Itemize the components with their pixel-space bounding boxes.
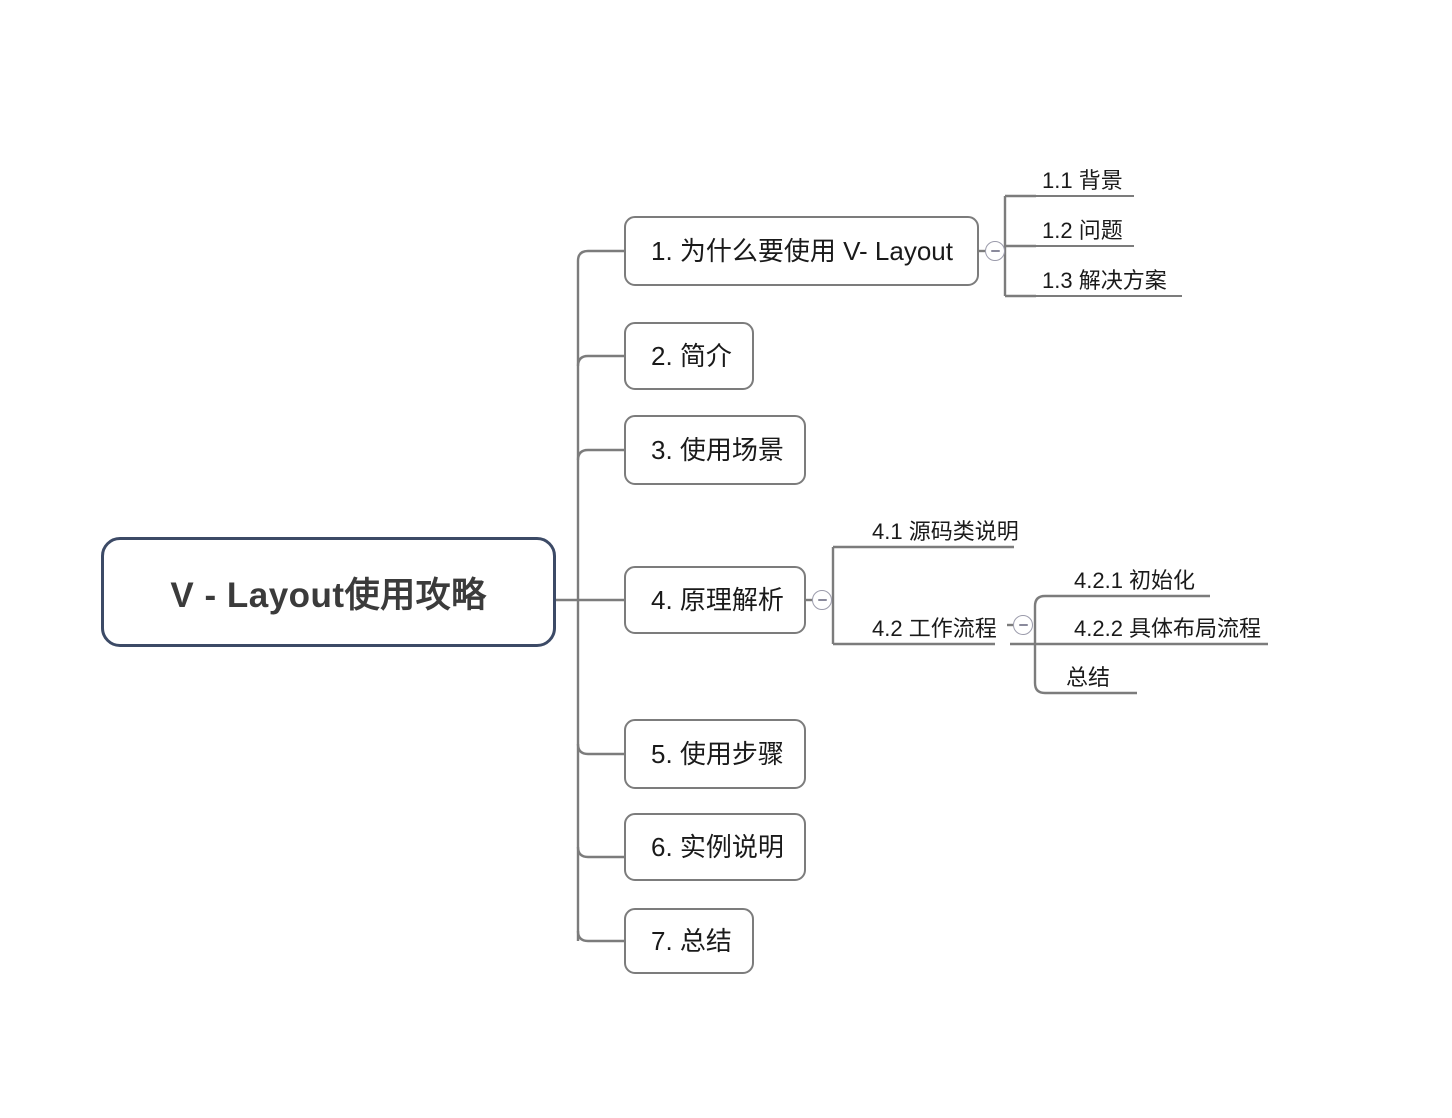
node-1-3-underline [1036,295,1182,297]
node-4[interactable]: 4. 原理解析 [624,566,806,634]
root-node-label: V - Layout使用攻略 [170,575,487,615]
node-4-2-label: 4.2 工作流程 [872,616,997,641]
edge-branch-2 [576,354,624,367]
node-3-label: 3. 使用场景 [651,435,784,465]
node-4-2-1[interactable]: 4.2.1 初始化 [1068,560,1200,596]
node-4-2-2[interactable]: 4.2.2 具体布局流程 [1068,608,1262,644]
node-7[interactable]: 7. 总结 [624,908,754,974]
node-5-label: 5. 使用步骤 [651,739,784,769]
node-5[interactable]: 5. 使用步骤 [624,719,806,789]
node-4-2-3-label: 总结 [1066,665,1111,690]
node-1-label: 1. 为什么要使用 V- Layout [651,236,953,266]
node-1-2[interactable]: 1.2 问题 [1036,210,1134,246]
minus-icon [1018,624,1028,626]
node-4-2-1-underline [1068,595,1210,597]
edge-b42-spine [1033,594,1046,695]
node-4-2-2-label: 4.2.2 具体布局流程 [1074,616,1262,641]
edge-branch-5 [576,743,624,756]
node-4-1-underline [866,546,1014,548]
node-4-2-3-underline [1060,692,1137,694]
node-2[interactable]: 2. 简介 [624,322,754,390]
node-4-1[interactable]: 4.1 源码类说明 [866,511,1019,547]
collapse-toggle-node-4[interactable] [812,590,832,610]
collapse-toggle-node-1[interactable] [985,241,1005,261]
node-6-label: 6. 实例说明 [651,832,784,862]
node-1-1-underline [1036,195,1134,197]
node-1[interactable]: 1. 为什么要使用 V- Layout [624,216,979,286]
node-4-label: 4. 原理解析 [651,585,784,615]
node-7-label: 7. 总结 [651,926,732,956]
node-4-2-2-underline [1068,643,1268,645]
minus-icon [990,250,1000,252]
edge-branch-6 [576,846,624,859]
node-1-2-underline [1036,245,1134,247]
node-4-2[interactable]: 4.2 工作流程 [866,608,997,644]
node-1-1-label: 1.1 背景 [1042,168,1123,193]
edge-branch-3 [576,448,624,461]
minus-icon [817,599,827,601]
root-node[interactable]: V - Layout使用攻略 [101,537,556,647]
edge-branch-1 [576,249,624,266]
node-1-2-label: 1.2 问题 [1042,218,1123,243]
node-4-2-1-label: 4.2.1 初始化 [1074,568,1196,593]
node-4-2-3[interactable]: 总结 [1060,657,1136,693]
node-3[interactable]: 3. 使用场景 [624,415,806,485]
node-4-2-underline [866,643,995,645]
node-6[interactable]: 6. 实例说明 [624,813,806,881]
node-1-3[interactable]: 1.3 解决方案 [1036,260,1182,296]
node-1-1[interactable]: 1.1 背景 [1036,160,1134,196]
node-1-3-label: 1.3 解决方案 [1042,268,1167,293]
edge-branch-7 [576,930,624,943]
node-2-label: 2. 简介 [651,341,732,371]
collapse-toggle-node-4-2[interactable] [1013,615,1033,635]
node-4-1-label: 4.1 源码类说明 [872,519,1019,544]
